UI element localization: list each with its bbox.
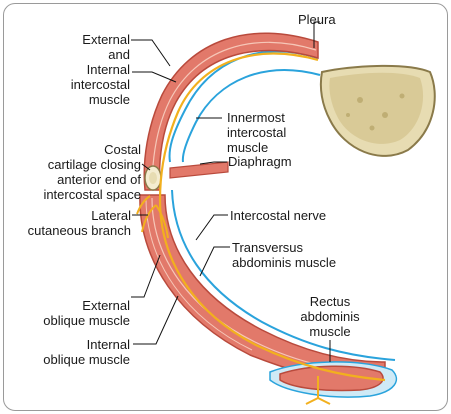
- label-line: anterior end of: [57, 172, 141, 187]
- label-line: abdominis: [300, 309, 360, 324]
- intercostal-nerve: [158, 52, 386, 382]
- label-intercostal-nerve: Intercostal nerve: [230, 208, 326, 223]
- label-line: Costal: [104, 142, 141, 157]
- label-line: External: [82, 32, 130, 47]
- vertebra-bone: [319, 64, 436, 157]
- label-line: intercostal space: [43, 187, 141, 202]
- label-innermost-intercostal: Innermost intercostal muscle: [227, 110, 286, 155]
- costal-cartilage: [144, 165, 162, 191]
- label-costal-cartilage: Costal cartilage closing anterior end of…: [10, 142, 141, 202]
- label-line: muscle: [88, 92, 130, 107]
- label-line: Internal: [86, 62, 130, 77]
- label-line: Transversus: [232, 240, 304, 255]
- label-external-oblique: External oblique muscle: [20, 298, 130, 328]
- label-line: and: [108, 47, 130, 62]
- label-line: Lateral: [91, 208, 131, 223]
- label-line: muscle: [309, 324, 351, 339]
- diaphragm-muscle: [169, 161, 229, 179]
- label-external-internal-intercostal: External and Internal intercostal muscle: [40, 32, 130, 107]
- label-line: intercostal: [227, 125, 287, 140]
- label-line: cutaneous branch: [27, 223, 131, 238]
- label-line: intercostal: [70, 77, 130, 92]
- anterior-cutaneous-branch-nerve: [305, 376, 331, 405]
- rectus-abdominis-muscle: [279, 365, 384, 392]
- label-transversus-abdominis: Transversus abdominis muscle: [232, 240, 336, 270]
- label-line: cartilage closing: [47, 157, 141, 172]
- transversalis-fascia: [171, 189, 396, 361]
- label-rectus-abdominis: Rectus abdominis muscle: [290, 294, 370, 339]
- label-line: oblique muscle: [43, 352, 130, 367]
- label-lateral-cutaneous-branch: Lateral cutaneous branch: [10, 208, 131, 238]
- label-line: External: [82, 298, 130, 313]
- label-pleura-text: Pleura: [298, 12, 336, 27]
- label-intercostal-nerve-text: Intercostal nerve: [230, 208, 327, 223]
- label-pleura: Pleura: [298, 12, 336, 27]
- label-internal-oblique: Internal oblique muscle: [20, 337, 130, 367]
- label-line: muscle: [227, 140, 269, 155]
- pleura-lining: [168, 50, 319, 163]
- label-line: abdominis muscle: [232, 255, 337, 270]
- label-line: Internal: [86, 337, 130, 352]
- label-line: Rectus: [309, 294, 351, 309]
- label-line: oblique muscle: [43, 313, 130, 328]
- leader-lines: [131, 21, 331, 362]
- pleura-lining-lower: [181, 69, 321, 163]
- label-diaphragm: Diaphragm: [228, 154, 292, 169]
- label-line: Innermost: [227, 110, 285, 125]
- label-diaphragm-text: Diaphragm: [228, 154, 292, 169]
